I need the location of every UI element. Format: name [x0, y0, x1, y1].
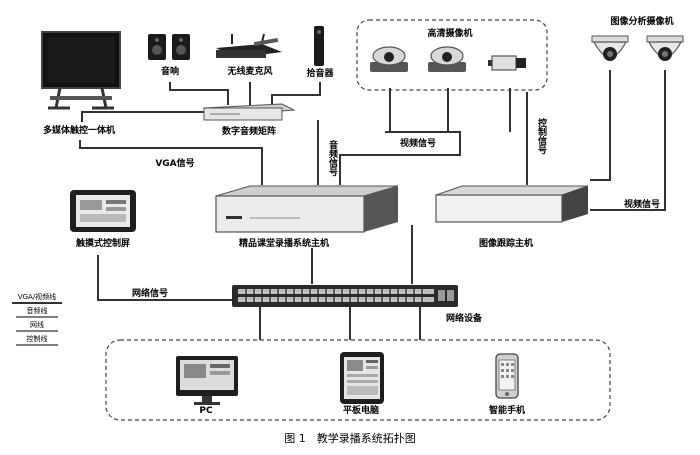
- tracking-host-label: 图像跟踪主机: [479, 237, 533, 249]
- smartphone-label: 智能手机: [489, 404, 525, 416]
- recording-host-icon: [215, 185, 399, 233]
- hd-camera-3-icon: [488, 55, 526, 71]
- pc-label: PC: [199, 406, 213, 416]
- smartphone-icon: [495, 353, 519, 399]
- wireless-mic-label: 无线麦克风: [226, 65, 272, 77]
- vga-signal-label: VGA信号: [155, 157, 194, 169]
- switch-ports: [238, 289, 434, 302]
- multimedia-screen: [41, 31, 121, 110]
- analysis-camera-1-icon: [591, 35, 629, 61]
- recording-host-label: 精品课堂录播系统主机: [239, 237, 329, 249]
- analysis-camera-1-line: [590, 70, 611, 181]
- video-signal-1-label: 视频信号: [400, 137, 436, 149]
- pickup-label: 拾音器: [306, 67, 334, 79]
- legend-item-network: 网线: [16, 320, 58, 332]
- pickup-line: [271, 82, 321, 105]
- tablet-label: 平板电脑: [343, 404, 379, 416]
- audio-matrix-icon: [202, 103, 296, 121]
- network-signal-label: 网络信号: [132, 287, 168, 299]
- legend-vga-label: VGA/视频线: [18, 292, 56, 301]
- vga-line: [79, 140, 263, 185]
- analysis-camera-2-icon: [646, 35, 684, 61]
- analysis-camera-2-line: [590, 70, 666, 211]
- legend-audio-label: 音频线: [27, 306, 48, 315]
- touch-panel-icon: [70, 190, 136, 232]
- hd-camera-1-icon: [370, 46, 408, 72]
- connection-lines: [79, 70, 666, 340]
- client-devices-box: [105, 339, 611, 421]
- legend-network-label: 网线: [30, 320, 44, 329]
- legend-item-control: 控制线: [16, 334, 58, 346]
- speaker-icon: [148, 34, 190, 60]
- speaker-label: 音响: [161, 65, 179, 77]
- tracking-host-icon: [435, 185, 589, 223]
- figure-caption: 图 1 教学录播系统拓扑图: [284, 431, 416, 445]
- video-signal-2-label: 视频信号: [624, 198, 660, 210]
- pickup-icon: [314, 26, 324, 66]
- legend-item-vga: VGA/视频线: [12, 292, 62, 304]
- touch-panel-label: 触摸式控制屏: [75, 237, 130, 249]
- hd-camera-group-box: [356, 19, 548, 91]
- multimedia-screen-label: 多媒体触控一体机: [43, 124, 115, 136]
- control-signal-label: 控制信号: [536, 117, 547, 155]
- wireless-mic-icon: [216, 33, 282, 58]
- hd-camera-2-icon: [428, 46, 466, 72]
- network-switch-icon: [232, 285, 458, 307]
- legend: VGA/视频线 音频线 网线 控制线: [12, 292, 62, 346]
- pc-icon: [176, 356, 238, 405]
- speaker-line: [169, 82, 229, 105]
- video-bus-line: [339, 131, 461, 185]
- tablet-icon: [340, 352, 384, 404]
- network-device-label: 网络设备: [446, 312, 483, 324]
- legend-item-audio: 音频线: [16, 306, 58, 318]
- analysis-camera-group-label: 图像分析摄像机: [610, 15, 673, 27]
- legend-control-label: 控制线: [27, 334, 48, 343]
- audio-signal-label: 音频信号: [327, 139, 338, 177]
- audio-matrix-label: 数字音频矩阵: [222, 125, 276, 137]
- matrix-to-screen-line: [81, 111, 204, 122]
- touch-panel-network-line: [97, 255, 232, 301]
- hd-camera-group-label: 高清摄像机: [427, 27, 472, 39]
